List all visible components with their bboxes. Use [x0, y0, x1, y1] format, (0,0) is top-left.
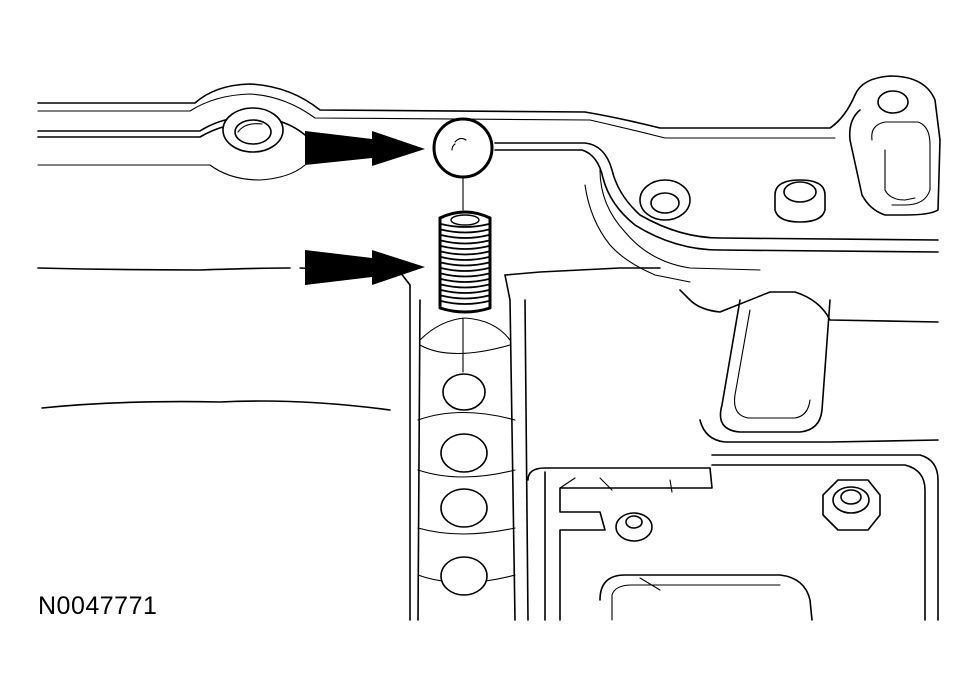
upper-right-hole — [877, 90, 909, 114]
spring-coil — [440, 289, 490, 294]
spring-coil — [440, 294, 490, 300]
spring-coil — [440, 261, 490, 267]
spring — [438, 210, 492, 314]
callout-arrow-check-ball — [305, 131, 425, 166]
spring-coil — [440, 245, 490, 250]
lower-cover-plate — [527, 454, 939, 621]
double-arrow-right-icon — [305, 250, 425, 285]
callout-arrow-spring — [305, 250, 425, 285]
cover-bolt-small — [615, 512, 653, 542]
spring-coil — [440, 272, 490, 278]
bolt-boss-center-right — [639, 179, 691, 221]
spring-coil — [440, 228, 490, 234]
locating-dowel — [774, 179, 826, 223]
spring-coil — [440, 239, 490, 245]
bolt-boss-left — [222, 107, 284, 153]
spring-coil — [440, 250, 490, 256]
check-ball — [432, 117, 494, 179]
spring-coil — [440, 223, 490, 228]
spring-coil — [440, 234, 490, 239]
cover-bolt-hex — [822, 479, 881, 531]
figure-id-label: N0047771 — [38, 592, 158, 620]
spring-coil — [440, 283, 490, 289]
spring-bore-opening — [450, 214, 480, 226]
spring-coil — [440, 267, 490, 272]
double-arrow-right-icon — [305, 131, 425, 166]
valve-bore-column — [409, 274, 529, 621]
valve-body-upper-outline — [37, 75, 941, 443]
spring-coil — [440, 300, 490, 305]
spring-coil — [440, 278, 490, 283]
spring-coil — [440, 256, 490, 261]
